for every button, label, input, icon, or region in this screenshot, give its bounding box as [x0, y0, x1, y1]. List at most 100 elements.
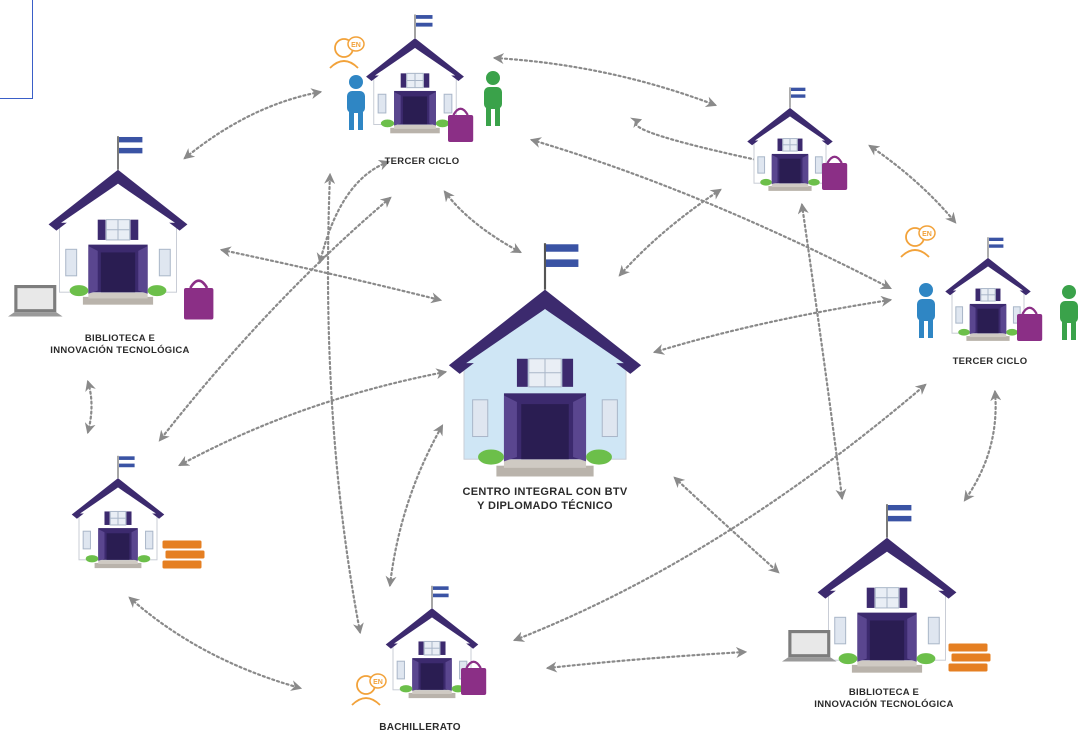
door	[420, 663, 444, 690]
shutter	[777, 138, 783, 152]
school-top-tercer-ciclo	[366, 14, 464, 134]
steps	[94, 562, 142, 569]
school-right-biblioteca	[817, 504, 957, 673]
label-right-tercer-ciclo: TERCER CICLO	[952, 356, 1028, 367]
steps	[82, 296, 154, 305]
door-leaf	[771, 154, 778, 185]
label-left-biblioteca: BIBLIOTECA E INNOVACIÓN TECNOLÓGICA	[50, 333, 190, 356]
door	[100, 252, 136, 293]
school-center	[448, 243, 642, 477]
roof	[945, 257, 1031, 296]
laptop-icon	[782, 630, 837, 662]
gable	[374, 48, 456, 76]
bush	[916, 653, 936, 665]
steps	[98, 559, 138, 564]
flag	[119, 136, 143, 143]
flag	[119, 147, 143, 154]
bush	[137, 555, 151, 563]
door-leaf	[138, 246, 148, 294]
flag	[433, 589, 449, 594]
bush	[85, 555, 99, 563]
flag	[791, 91, 806, 95]
school-top-right	[747, 87, 833, 191]
roof	[817, 537, 957, 599]
dotted-arrow-7	[868, 144, 957, 224]
side-window	[443, 93, 453, 114]
flag	[119, 459, 135, 464]
dotted-arrow-13	[128, 596, 303, 691]
label-right-biblioteca: BIBLIOTECA E INNOVACIÓN TECNOLÓGICA	[814, 687, 954, 710]
shutter	[418, 641, 424, 655]
student-blue-icon	[347, 75, 365, 130]
books-icon	[947, 642, 992, 673]
door-leaf	[573, 395, 587, 462]
shutter	[562, 358, 574, 387]
flag	[989, 241, 1004, 245]
connection-arrows	[84, 53, 1002, 691]
english-badge-text: EN	[351, 42, 361, 49]
steps	[969, 333, 1007, 338]
steps	[966, 336, 1010, 341]
door	[521, 404, 569, 460]
dotted-arrow-19	[963, 389, 1002, 502]
steps	[390, 127, 440, 134]
shutter	[797, 138, 803, 152]
shutter	[975, 288, 981, 302]
dotted-arrow-2	[492, 53, 718, 108]
school-bachillerato	[385, 585, 479, 699]
english-badge-text: EN	[922, 231, 932, 238]
flag	[416, 18, 433, 23]
flag	[888, 510, 912, 516]
steps	[408, 692, 456, 699]
door-leaf	[445, 659, 452, 691]
bush	[586, 449, 612, 465]
flag	[888, 504, 912, 511]
roof	[747, 107, 833, 146]
roof	[366, 38, 464, 82]
selection-frame-edge	[0, 0, 33, 99]
student-green-icon	[1060, 285, 1078, 340]
flag	[791, 94, 806, 98]
dotted-arrow-10	[178, 368, 448, 467]
door-leaf	[969, 304, 976, 335]
flag	[546, 244, 579, 252]
shutter	[899, 587, 908, 608]
roof	[71, 478, 165, 519]
shutter	[400, 73, 407, 88]
shutter	[126, 511, 132, 525]
shutter	[516, 358, 528, 387]
label-top-tercer-ciclo: TERCER CICLO	[384, 156, 460, 167]
door-leaf	[1000, 304, 1007, 335]
flag	[546, 259, 579, 267]
shopping-bag-icon	[461, 660, 487, 695]
shutter	[440, 641, 446, 655]
side-window	[145, 530, 154, 550]
shopping-bag-icon	[448, 107, 474, 142]
bush	[478, 449, 504, 465]
gable	[830, 551, 944, 591]
door	[869, 620, 905, 661]
door	[106, 533, 130, 560]
door-leaf	[907, 614, 917, 662]
gable	[394, 617, 470, 644]
shutter	[104, 511, 110, 525]
shopping-bag-icon	[184, 279, 214, 320]
steps	[394, 124, 436, 129]
shopping-bag-icon	[1017, 306, 1043, 341]
bush	[1006, 328, 1018, 336]
side-window	[158, 248, 171, 277]
books-icon	[161, 539, 206, 570]
english-speaker-icon: EN	[900, 225, 936, 258]
dotted-arrow-8	[529, 137, 892, 290]
side-window	[601, 399, 618, 438]
label-center: CENTRO INTEGRAL CON BTV Y DIPLOMADO TÉCN…	[462, 486, 628, 512]
side-window	[396, 660, 405, 680]
english-speaker-icon: EN	[329, 36, 365, 69]
door	[977, 308, 999, 334]
bush	[380, 119, 395, 128]
dotted-arrow-14	[324, 172, 364, 635]
side-window	[82, 530, 91, 550]
flag	[416, 15, 433, 19]
side-window	[814, 156, 823, 174]
